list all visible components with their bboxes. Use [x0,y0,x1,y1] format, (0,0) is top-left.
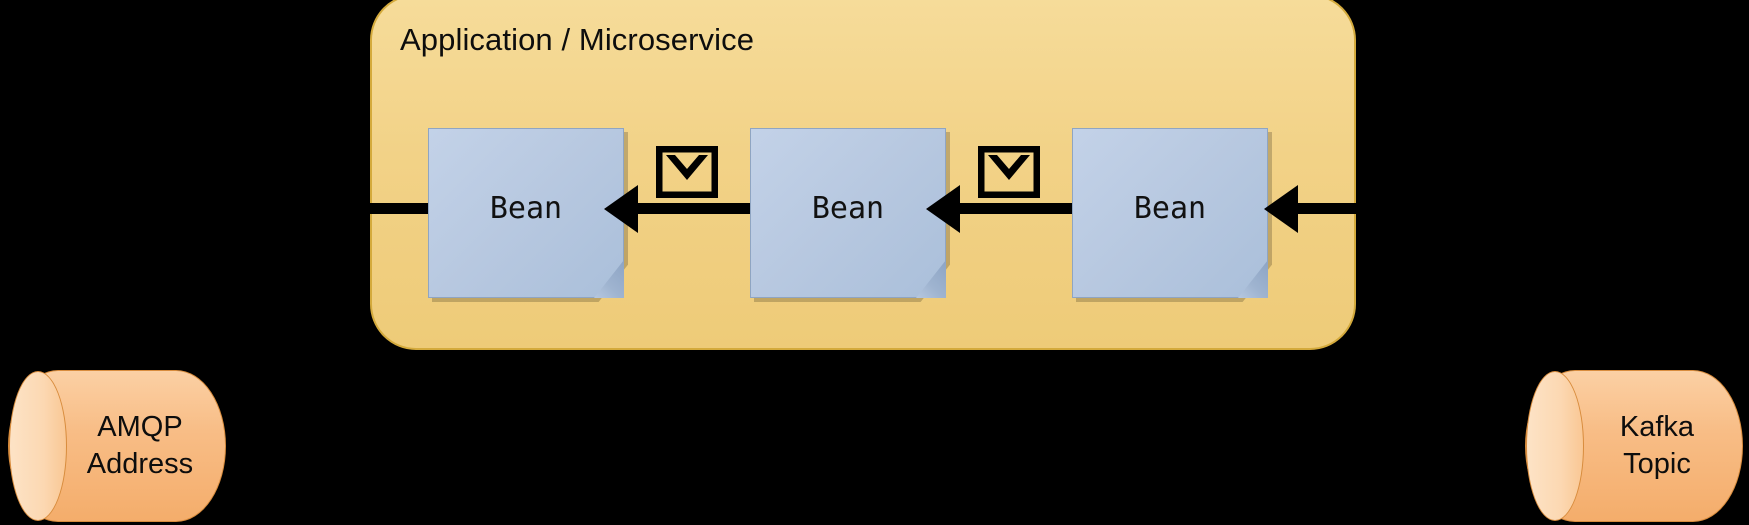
bean-box-3: Bean [1072,128,1272,302]
bean-box-1: Bean [428,128,628,302]
arrowhead-left-icon [1264,185,1298,233]
connector-bean2-to-bean1 [630,203,760,214]
amqp-label-line2: Address [86,448,194,480]
arrowhead-left-icon [926,185,960,233]
connector-kafka-to-bean3 [1290,203,1410,214]
kafka-label-line1: Kafka [1619,410,1695,443]
bean-body [750,128,946,298]
bean-label: Bean [489,190,563,226]
bean-label: Bean [1133,190,1207,226]
bean-body [1072,128,1268,298]
bean-box-2: Bean [750,128,950,302]
connector-amqp-to-bean1 [360,203,440,214]
cylinder-cap [1526,371,1584,521]
arrowhead-left-icon [604,185,638,233]
cylinder-cap [9,371,67,521]
amqp-label-line1: AMQP [97,410,183,443]
amqp-address-cylinder: AMQP Address [8,370,226,522]
connector-bean3-to-bean2 [952,203,1082,214]
application-title: Application / Microservice [400,22,755,57]
kafka-topic-cylinder: Kafka Topic [1525,370,1743,522]
kafka-topic-label: Kafka Topic [1571,370,1743,522]
bean-label: Bean [811,190,885,226]
kafka-label-line2: Topic [1623,448,1691,480]
envelope-icon [977,145,1041,199]
envelope-icon [655,145,719,199]
amqp-address-label: AMQP Address [54,370,226,522]
